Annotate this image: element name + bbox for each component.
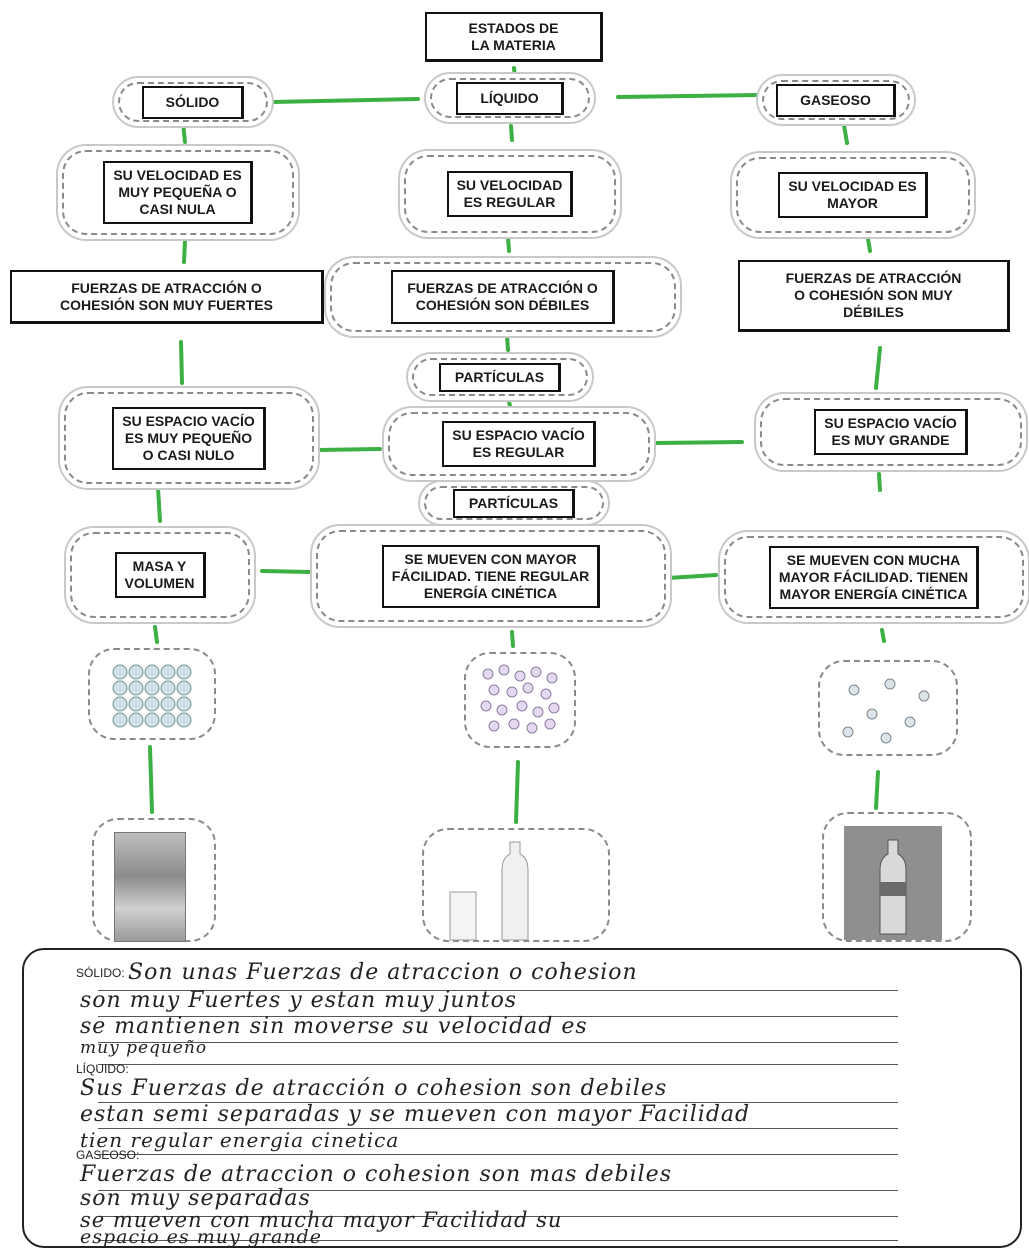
liquido-state-label: LÍQUIDO bbox=[456, 81, 564, 115]
liquido-fuerzas-box: FUERZAS DE ATRACCIÓN O COHESIÓN SON DÉBI… bbox=[330, 262, 676, 332]
gaseoso-state-box: GASEOSO bbox=[762, 80, 910, 120]
particulas-box-2: PARTÍCULAS bbox=[424, 486, 604, 520]
notes-gaseoso-line-4: espacio es muy grande bbox=[80, 1226, 322, 1248]
gas-photo-frame bbox=[822, 812, 972, 942]
solid-example-photo bbox=[114, 832, 186, 942]
notes-liquido-line-3: tien regular energia cinetica bbox=[80, 1128, 400, 1152]
notes-gaseoso-line-1: Fuerzas de atraccion o cohesion son mas … bbox=[80, 1162, 672, 1187]
particulas-label-2: PARTÍCULAS bbox=[452, 488, 576, 518]
solido-fuerzas-box: FUERZAS DE ATRACCIÓN O COHESIÓN SON MUY … bbox=[10, 270, 324, 324]
gaseoso-movimiento-text: SE MUEVEN CON MUCHA MAYOR FÁCILIDAD. TIE… bbox=[768, 545, 980, 609]
solido-velocidad-text: SU VELOCIDAD ES MUY PEQUEÑA O CASI NULA bbox=[103, 161, 253, 224]
solid-particles-illustration bbox=[88, 648, 216, 740]
liquid-photo-frame bbox=[422, 828, 610, 942]
gas-particles-icon bbox=[842, 678, 930, 744]
gaseoso-espacio-text: SU ESPACIO VACÍO ES MUY GRANDE bbox=[814, 409, 968, 455]
liquido-espacio-text: SU ESPACIO VACÍO ES REGULAR bbox=[442, 421, 596, 467]
solido-espacio-box: SU ESPACIO VACÍO ES MUY PEQUEÑO O CASI N… bbox=[64, 392, 314, 484]
liquido-espacio-box: SU ESPACIO VACÍO ES REGULAR bbox=[388, 412, 650, 476]
gaseoso-fuerzas-box: FUERZAS DE ATRACCIÓN O COHESIÓN SON MUY … bbox=[738, 260, 1010, 332]
gaseoso-state-label: GASEOSO bbox=[776, 83, 896, 117]
gaseoso-velocidad-box: SU VELOCIDAD ES MAYOR bbox=[736, 157, 970, 233]
notes-solido-line-3: se mantienen sin moverse su velocidad es bbox=[80, 1014, 588, 1039]
liquido-velocidad-text: SU VELOCIDAD ES REGULAR bbox=[446, 171, 574, 217]
solido-velocidad-box: SU VELOCIDAD ES MUY PEQUEÑA O CASI NULA bbox=[62, 150, 294, 235]
solido-state-label: SÓLIDO bbox=[141, 85, 245, 119]
solido-masa-volumen-text: MASA Y VOLUMEN bbox=[114, 552, 206, 598]
notes-gaseoso-line-3: se mueven con mucha mayor Facilidad su bbox=[80, 1208, 563, 1232]
particulas-box-1: PARTÍCULAS bbox=[412, 358, 588, 396]
notes-liquido-line-2: estan semi separadas y se mueven con may… bbox=[80, 1102, 751, 1127]
liquido-movimiento-text: SE MUEVEN CON MAYOR FÁCILIDAD. TIENE REG… bbox=[381, 544, 601, 608]
solido-espacio-text: SU ESPACIO VACÍO ES MUY PEQUEÑO O CASI N… bbox=[112, 406, 266, 470]
solid-photo-frame bbox=[92, 818, 216, 942]
notes-liquido-label: LÍQUIDO: bbox=[76, 1062, 129, 1076]
notes-panel: SÓLIDO: Son unas Fuerzas de atraccion o … bbox=[22, 948, 1022, 1248]
notes-solido-line-4: muy pequeño bbox=[80, 1038, 208, 1058]
liquid-example-photo bbox=[449, 841, 529, 941]
notes-gaseoso-line-2: son muy separadas bbox=[80, 1186, 311, 1211]
notes-solido-label: SÓLIDO: bbox=[76, 966, 125, 980]
gas-example-photo bbox=[844, 826, 942, 940]
notes-solido-line-2: son muy Fuertes y estan muy juntos bbox=[80, 988, 518, 1013]
liquid-particles-illustration bbox=[464, 652, 576, 748]
liquido-state-box: LÍQUIDO bbox=[430, 78, 590, 118]
gaseoso-velocidad-text: SU VELOCIDAD ES MAYOR bbox=[778, 172, 928, 218]
notes-gaseoso-label: GASEOSO: bbox=[76, 1148, 140, 1162]
solid-particles-icon bbox=[112, 664, 192, 728]
title-box: ESTADOS DE LA MATERIA bbox=[425, 12, 603, 62]
solido-masa-volumen-box: MASA Y VOLUMEN bbox=[70, 532, 250, 618]
gaseoso-espacio-box: SU ESPACIO VACÍO ES MUY GRANDE bbox=[760, 398, 1022, 466]
notes-liquido-line-1: Sus Fuerzas de atracción o cohesion son … bbox=[80, 1076, 668, 1101]
gaseoso-movimiento-box: SE MUEVEN CON MUCHA MAYOR FÁCILIDAD. TIE… bbox=[724, 536, 1024, 618]
solido-state-box: SÓLIDO bbox=[118, 82, 268, 122]
liquido-velocidad-box: SU VELOCIDAD ES REGULAR bbox=[404, 155, 616, 233]
gas-particles-illustration bbox=[818, 660, 958, 756]
particulas-label-1: PARTÍCULAS bbox=[438, 362, 562, 392]
notes-solido-line-1: Son unas Fuerzas de atraccion o cohesion bbox=[128, 960, 638, 985]
liquido-movimiento-box: SE MUEVEN CON MAYOR FÁCILIDAD. TIENE REG… bbox=[316, 530, 666, 622]
liquido-fuerzas-text: FUERZAS DE ATRACCIÓN O COHESIÓN SON DÉBI… bbox=[391, 270, 615, 324]
liquid-particles-icon bbox=[480, 664, 560, 734]
